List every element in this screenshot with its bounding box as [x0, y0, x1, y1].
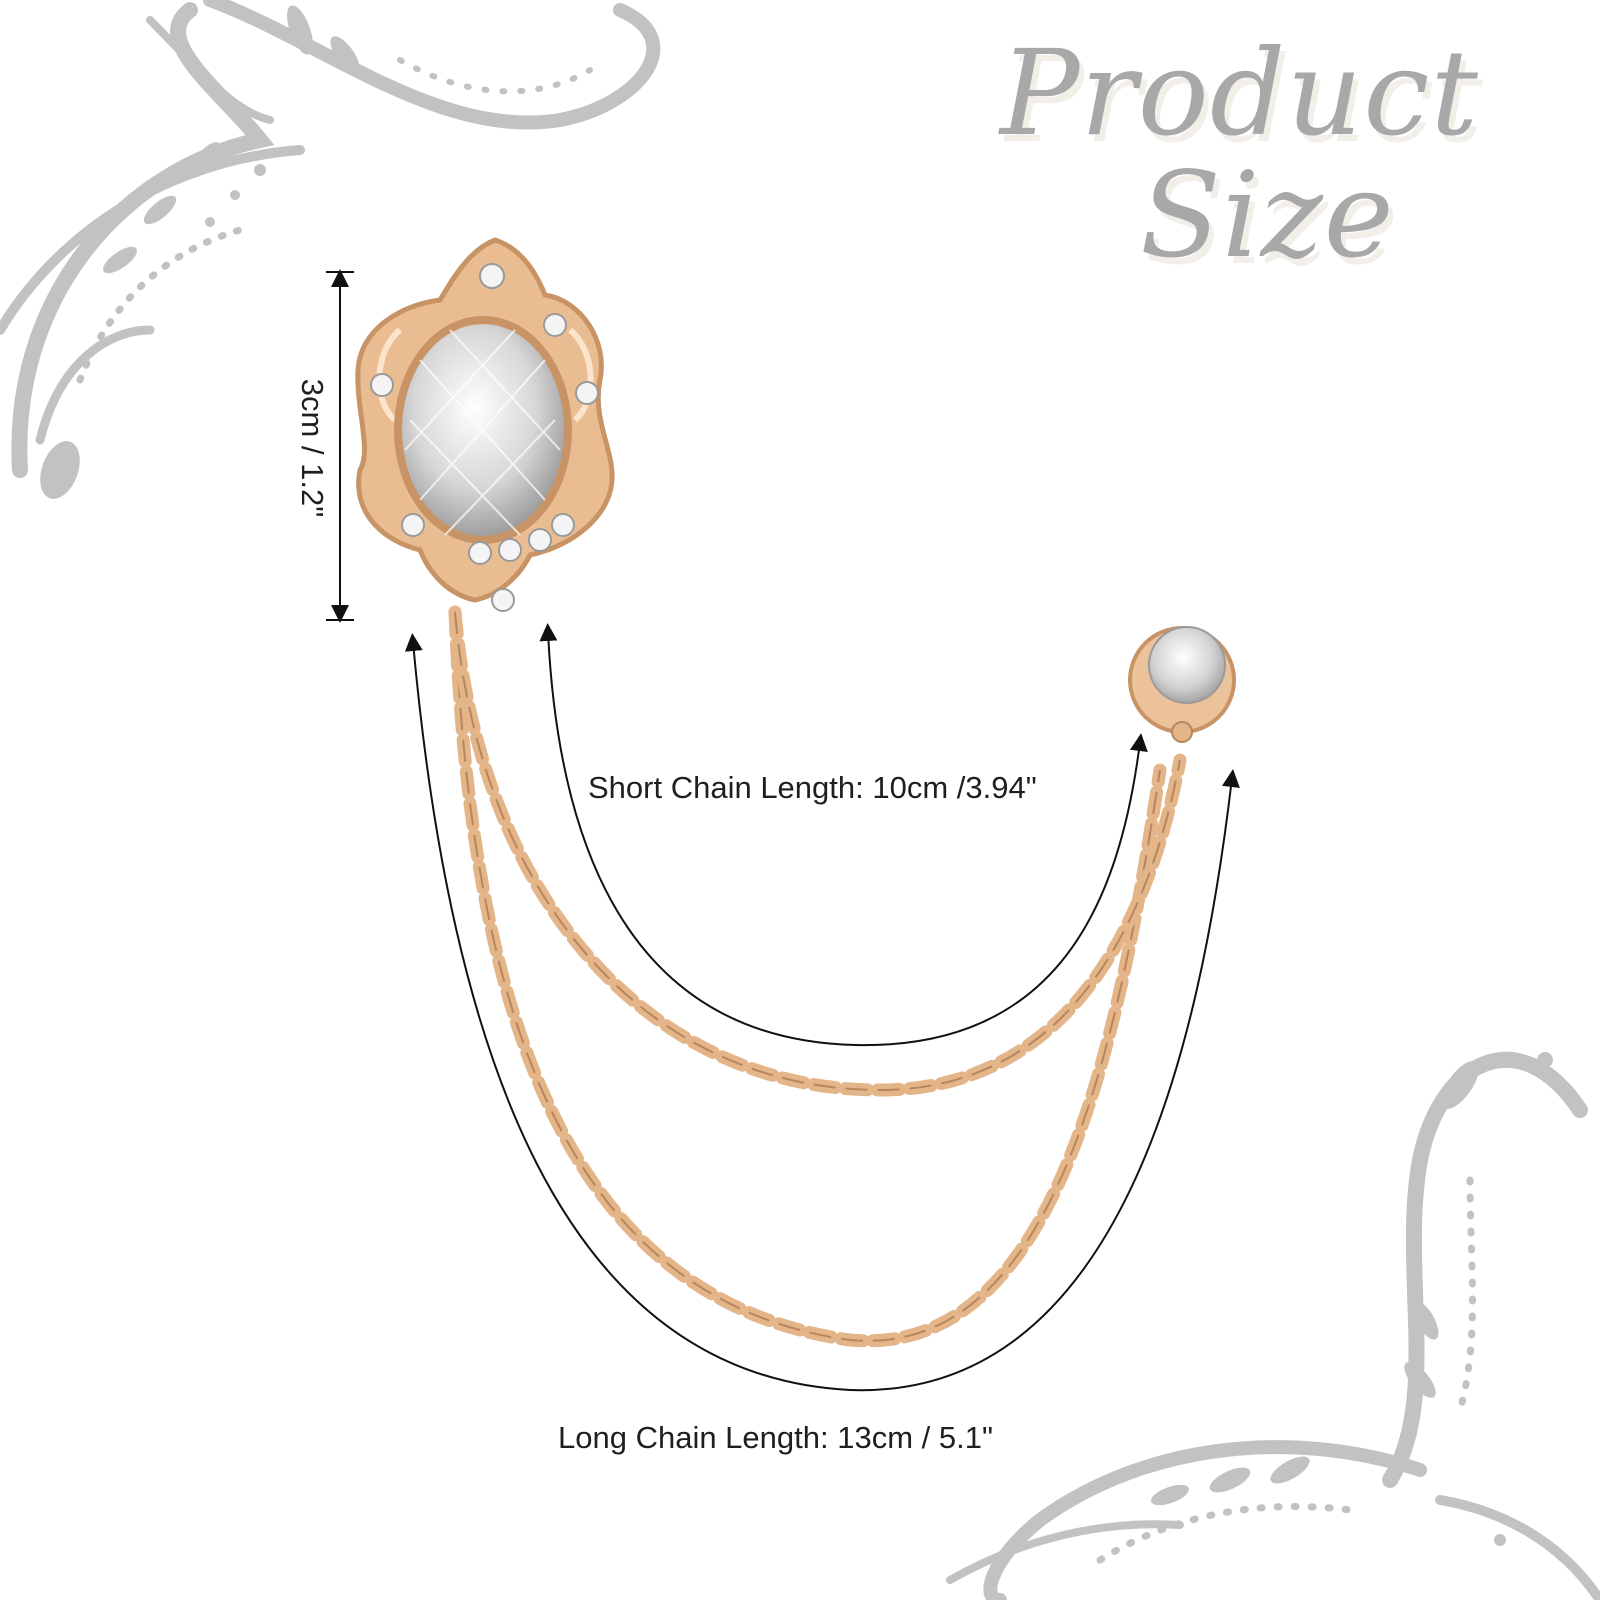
- short-chain-outline: [454, 611, 1181, 1092]
- short-chain: [448, 605, 1187, 1097]
- pin-loop: [1171, 721, 1193, 743]
- small-rhinestones: [370, 263, 599, 612]
- frame-scroll-right: [567, 327, 594, 423]
- heading-size: Size: [1140, 146, 1395, 284]
- bottom-right-ornament: [946, 1051, 1600, 1600]
- long-chain: [448, 605, 1167, 1348]
- bottom-right-ornament-leaves: [1151, 1052, 1553, 1546]
- crystal-facets: [404, 329, 561, 536]
- long-chain-outline: [454, 611, 1161, 1342]
- collar-pin: [1128, 626, 1236, 743]
- height-dimension: [326, 269, 354, 623]
- brooch: [355, 237, 615, 612]
- pin-crystal: [1148, 626, 1226, 704]
- heading-product: Product: [1000, 24, 1479, 162]
- long-chain-arrow: [404, 633, 1240, 1392]
- short-chain-arrow: [539, 623, 1148, 1047]
- top-left-ornament-leaves: [40, 5, 360, 499]
- short-chain-label: Short Chain Length: 10cm /3.94": [588, 770, 1037, 805]
- long-chain-label: Long Chain Length: 13cm / 5.1": [558, 1420, 993, 1455]
- height-label: 3cm / 1.2": [295, 378, 330, 518]
